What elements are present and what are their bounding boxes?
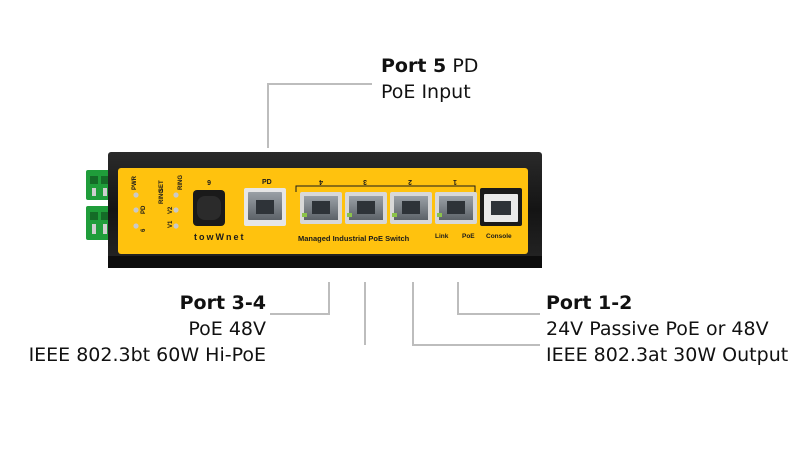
callout-port5-title: Port 5 bbox=[381, 55, 447, 77]
callout-port12-title: Port 1-2 bbox=[546, 292, 633, 314]
rj45-port-2[interactable] bbox=[390, 192, 432, 224]
led-label-group: PWR PD RING SET RING V2 V1 6 bbox=[132, 175, 184, 232]
callout-port34: Port 3-4 PoE 48V IEEE 802.3bt 60W Hi-PoE bbox=[29, 290, 266, 368]
brand-logo: towWnet bbox=[194, 232, 246, 242]
power-terminal-bottom bbox=[86, 206, 114, 240]
port-label-3: 3 bbox=[363, 178, 367, 185]
led-label-v2: V2 bbox=[168, 206, 174, 214]
port-label-4: 4 bbox=[319, 178, 323, 185]
rj45-port-3[interactable] bbox=[345, 192, 387, 224]
label-console: Console bbox=[486, 233, 512, 240]
callout-port5: Port 5 PD PoE Input bbox=[381, 53, 478, 105]
leader-port1 bbox=[457, 282, 540, 315]
rj45-port-1[interactable] bbox=[435, 192, 477, 224]
led-ring bbox=[173, 192, 179, 198]
callout-port12-line3: IEEE 802.3at 30W Output bbox=[546, 344, 789, 366]
rj45-port-4[interactable] bbox=[300, 192, 342, 224]
led-6 bbox=[133, 223, 139, 229]
callout-port5-suffix: PD bbox=[446, 55, 479, 77]
led-label-v1: V1 bbox=[168, 220, 174, 228]
port-label-pd: PD bbox=[262, 179, 272, 186]
led-label-6: 6 bbox=[141, 228, 147, 232]
power-terminal-top bbox=[86, 170, 114, 200]
callout-port34-title: Port 3-4 bbox=[179, 292, 266, 314]
leader-port2 bbox=[412, 282, 540, 346]
port-label-6: 6 bbox=[207, 178, 211, 185]
callout-port34-line2: PoE 48V bbox=[188, 318, 266, 340]
model-label: Managed Industrial PoE Switch bbox=[298, 234, 410, 243]
port-label-2: 2 bbox=[408, 178, 412, 185]
led-v1 bbox=[173, 223, 179, 229]
led-label-pd: PD bbox=[141, 205, 147, 214]
led-label-pwr: PWR bbox=[132, 175, 138, 190]
callout-port12: Port 1-2 24V Passive PoE or 48V IEEE 802… bbox=[546, 290, 788, 368]
label-link: Link bbox=[435, 233, 449, 240]
callout-port12-line2: 24V Passive PoE or 48V bbox=[546, 318, 769, 340]
leader-port3 bbox=[270, 282, 330, 315]
led-pd bbox=[133, 207, 139, 213]
led-label-set: SET bbox=[159, 180, 165, 192]
led-v2 bbox=[173, 207, 179, 213]
port-label-1: 1 bbox=[453, 178, 457, 185]
led-label-ring: RING bbox=[159, 189, 165, 204]
callout-port5-line2: PoE Input bbox=[381, 81, 471, 103]
label-poe: PoE bbox=[462, 233, 475, 240]
leader-port5 bbox=[267, 83, 372, 148]
callout-port34-line3: IEEE 802.3bt 60W Hi-PoE bbox=[28, 344, 266, 366]
led-label-ring2: RING bbox=[178, 175, 184, 190]
led-pwr bbox=[133, 192, 139, 198]
